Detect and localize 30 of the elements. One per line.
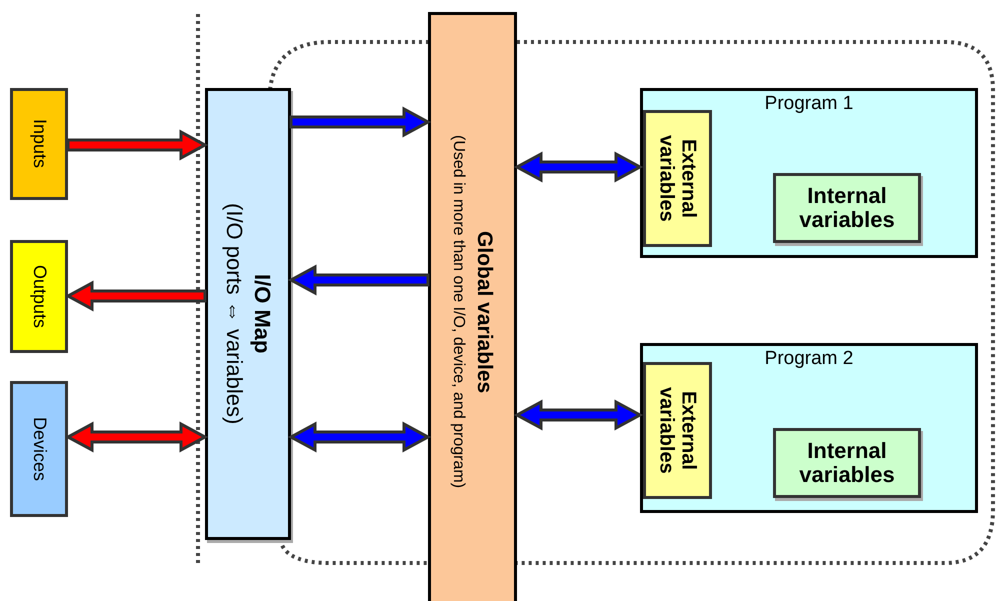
box-label: External variables <box>656 386 700 476</box>
program-title: Program 1 <box>764 93 854 115</box>
variable-box <box>205 88 291 540</box>
variable-box <box>643 110 712 247</box>
arrow <box>66 129 208 161</box>
variable-box <box>428 12 517 601</box>
variable-box <box>10 240 68 353</box>
box-label: External variables <box>656 134 700 224</box>
program-panel <box>640 88 978 258</box>
program-panel <box>640 343 978 513</box>
arrow <box>288 421 432 453</box>
variable-box <box>773 428 921 498</box>
variable-box <box>643 362 712 499</box>
program-title: Program 2 <box>764 348 854 370</box>
arrow <box>288 264 430 296</box>
box-label: Outputs <box>29 264 49 328</box>
box-label: I/O Map <box>250 274 274 354</box>
box-label: Global variables <box>472 230 496 394</box>
box-label: Internal variables <box>798 184 896 232</box>
variable-box <box>10 381 68 517</box>
arrow <box>514 399 644 431</box>
box-description: (I/O ports ⇔ variables) <box>222 203 246 425</box>
box-label: Devices <box>29 416 49 482</box>
variable-box <box>10 88 68 200</box>
variable-box <box>773 173 921 243</box>
box-label: Inputs <box>29 119 49 169</box>
arrow <box>514 151 644 183</box>
box-description: (Used in more than one I/O, device, and program) <box>449 135 467 489</box>
arrow <box>290 106 432 138</box>
box-label: Internal variables <box>798 438 896 488</box>
